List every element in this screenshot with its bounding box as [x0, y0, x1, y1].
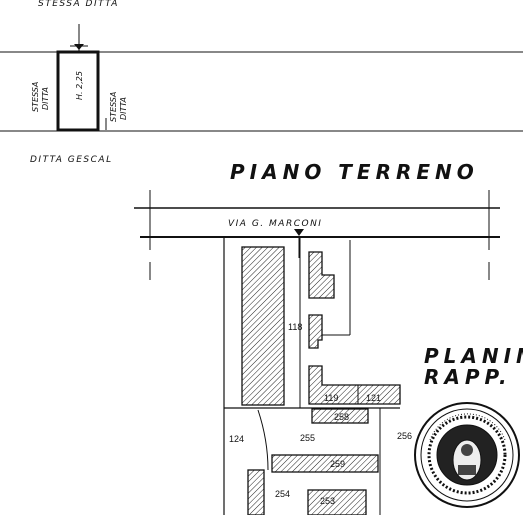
parcel-253: 253: [320, 496, 335, 506]
street-name: VIA G. MARCONI: [228, 219, 322, 229]
side-right-1: STESSA: [109, 92, 118, 122]
building-259: [271, 454, 379, 473]
curve-line: [257, 409, 269, 471]
building-118: [241, 246, 285, 406]
building-upper-right: [308, 251, 335, 299]
parcel-255: 255: [300, 433, 315, 443]
building-119-121: [308, 365, 401, 405]
building-258: [311, 408, 369, 424]
official-stamp: [414, 402, 520, 508]
side-left-2: DITTA: [41, 87, 50, 110]
parcel-119: 119: [324, 393, 338, 403]
plan-title: PIANO TERRENO: [230, 160, 479, 184]
parcel-259: 259: [330, 459, 345, 469]
parcel-254: 254: [275, 489, 290, 499]
arrow-head-icon: [74, 44, 84, 50]
parcel-118: 118: [288, 322, 302, 332]
parcel-258: 258: [334, 412, 349, 422]
parcel-256: 256: [397, 431, 412, 441]
header-label: STESSA DITTA: [38, 0, 119, 9]
parcel-124: 124: [229, 434, 244, 444]
street-arrow-icon: [294, 229, 304, 236]
building-253: [307, 489, 367, 515]
building-lower-left: [247, 469, 265, 515]
building-mid-right: [308, 314, 323, 349]
side-right-2: DITTA: [119, 97, 128, 120]
side-left-1: STESSA: [31, 82, 40, 112]
planimetria-label: PLANIME: [424, 344, 523, 368]
ditta-label: DITTA GESCAL: [30, 155, 113, 165]
parcel-121: 121: [366, 393, 381, 403]
rapp-label: RAPP.: [424, 365, 512, 389]
height-label: H. 2,25: [75, 71, 84, 100]
volume-box: [56, 50, 100, 132]
